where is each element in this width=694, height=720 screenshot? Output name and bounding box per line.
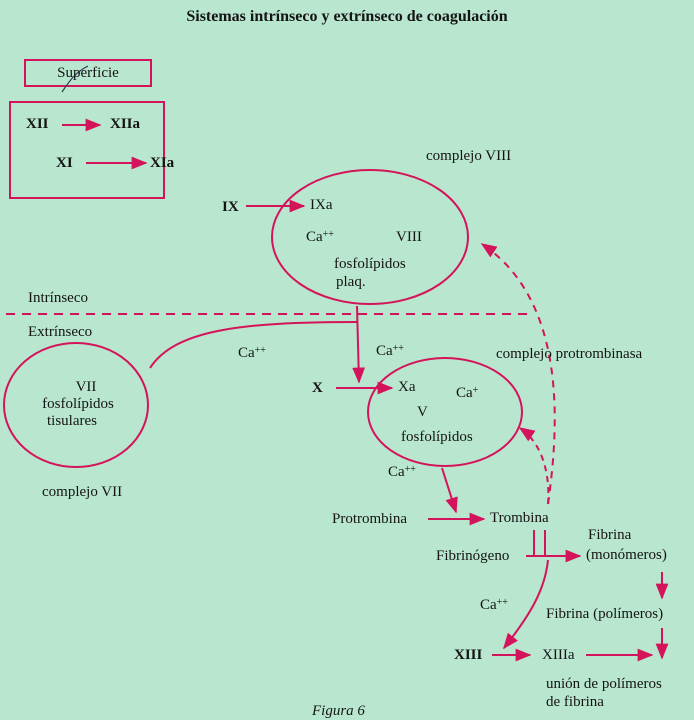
platelet-phospholipids: fosfolípidos [334,256,406,272]
factor-ix: IX [222,199,239,215]
factor-vii: VII [75,379,97,395]
surface-label-box [24,59,152,87]
factor-xia: XIa [150,155,175,171]
curve-vii-to-x [149,321,358,369]
factor-v: V [417,404,428,420]
feedback-thrombin-to-viii [480,243,556,505]
intrinsic-label: Intrínseco [28,290,88,306]
calcium-extrinsic: Ca++ [238,345,266,361]
fibrin-polymers-label: Fibrina (polímeros) [546,606,664,622]
fibrinogen-label: Fibrinógeno [436,548,510,564]
union-label-1: unión de polímeros [546,676,662,692]
feedback-thrombin-to-v [518,427,550,505]
factor-xiii: XIII [454,647,483,663]
tissue-phospholipids: fosfolípidos [42,396,114,412]
complex-viii-ellipse [271,169,469,305]
thrombin-label: Trombina [490,510,549,526]
complex-viii-label: complejo VIII [426,148,512,164]
factor-xiiia: XIIIa [542,647,575,663]
prothrombin-label: Protrombina [332,511,407,527]
factor-xi: XI [56,155,73,171]
arrow-thrombin-to-xiii [503,559,549,650]
surface-reaction-box [9,101,165,199]
calcium-prothrombinase-inner: Ca+ [456,385,479,401]
union-label-2: de fibrina [546,694,604,710]
arrow-prothrombinase-to-thrombin [441,467,458,514]
complex-vii-ellipse [3,342,149,468]
platelet-label: plaq. [336,274,366,290]
factor-x: X [312,380,323,396]
factor-viii: VIII [396,229,422,245]
fibrin-monomers-label: (monómeros) [586,547,667,563]
factor-xa: Xa [398,379,416,395]
factor-ixa: IXa [310,197,333,213]
fibrin-label: Fibrina [588,527,632,543]
calcium-prothrombinase-bottom: Ca++ [388,464,416,480]
prothrombinase-complex-label: complejo protrombinasa [496,346,643,362]
factor-xiia: XIIa [110,116,141,132]
extrinsic-label: Extrínseco [28,324,93,340]
calcium-common: Ca++ [480,597,508,613]
surface-label: Superficie [57,65,119,81]
calcium-prothrombinase-top: Ca++ [376,343,404,359]
pen-mark [61,65,89,93]
prothrombinase-phospholipids: fosfolípidos [401,429,473,445]
prothrombinase-ellipse [367,357,523,467]
page-title: Sistemas intrínseco y extrínseco de coag… [186,8,508,25]
factor-xii: XII [26,116,49,132]
calcium-viii: Ca++ [306,229,334,245]
tissue-label: tisulares [47,413,97,429]
figure-caption: Figura 6 [312,703,365,719]
arrow-complex-viii-to-xa [352,305,366,384]
complex-vii-label: complejo VII [42,484,123,500]
